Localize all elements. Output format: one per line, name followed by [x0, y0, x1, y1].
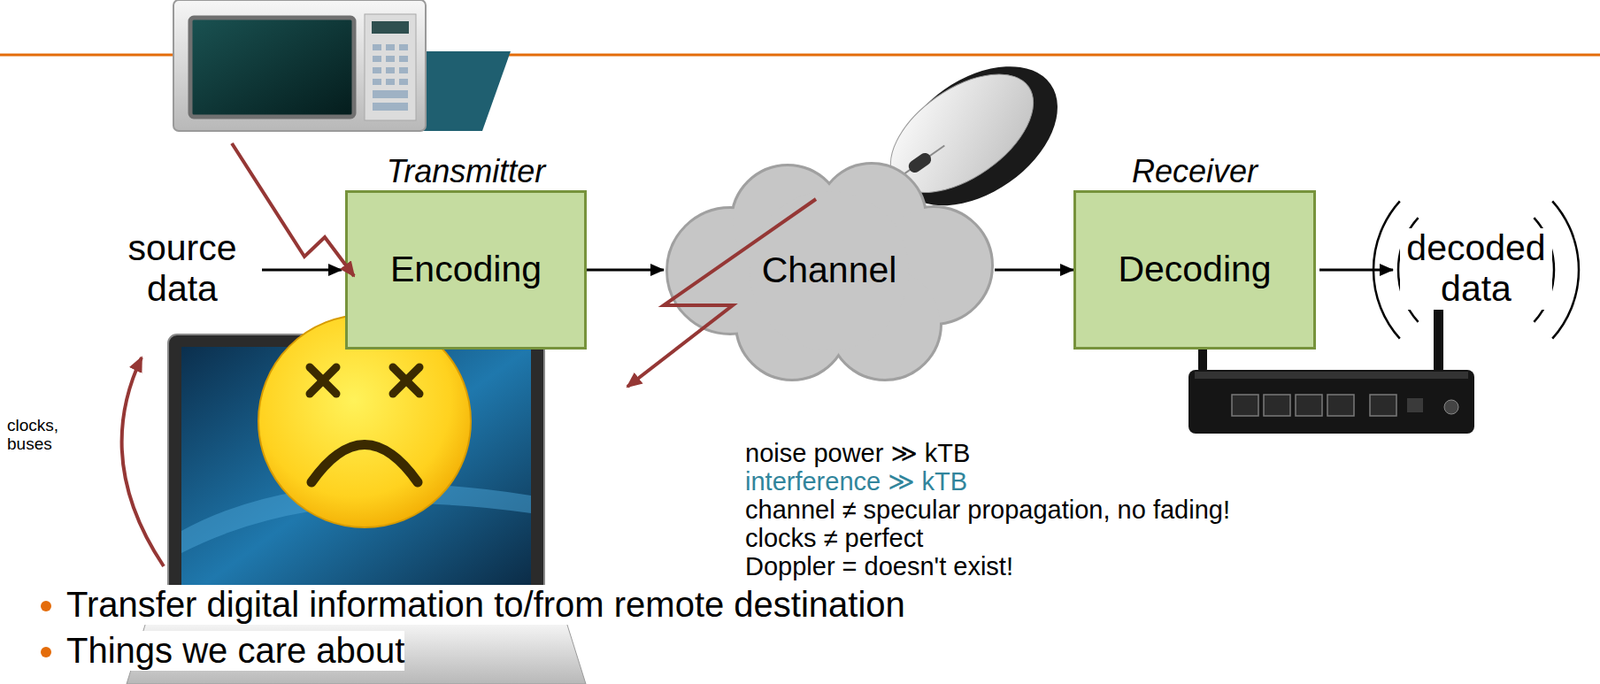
sad-face-part-part [309, 367, 337, 394]
router-picture-part [1444, 400, 1459, 415]
cloud-outline-part [668, 164, 992, 379]
microwave-picture-part-part [399, 44, 408, 51]
bullet-dot [40, 600, 52, 612]
microwave-picture-part [415, 51, 511, 131]
microwave-picture-part-part [399, 78, 408, 85]
bullet-text: Transfer digital information to/from rem… [66, 584, 906, 625]
interference-bolt [231, 143, 354, 277]
box-body: Encoding [347, 192, 585, 347]
microwave-picture-part-part [372, 67, 382, 74]
microwave-picture-part [372, 44, 408, 111]
router-picture-part [1231, 394, 1397, 416]
flow-arrow [994, 269, 1074, 272]
block-heading: Transmitter [386, 153, 546, 190]
router-picture-part-part [1369, 394, 1397, 416]
assumption-line: Doppler = doesn't exist! [745, 552, 1014, 581]
cloud-outline-part-part [749, 191, 909, 351]
sad-face-part-part [392, 367, 420, 394]
assumption-line: channel ≠ specular propagation, no fadin… [745, 495, 1231, 524]
microwave-picture-part-part [385, 44, 395, 51]
cloud-outline-part [668, 164, 992, 379]
microwave-picture-part-part [372, 78, 382, 85]
output-arrow [1319, 269, 1393, 272]
input-label: source data [104, 228, 261, 310]
sad-face-part [311, 445, 418, 484]
microwave-picture-part-part [385, 55, 395, 62]
mouse-picture-part [906, 150, 934, 176]
microwave-picture-part [364, 14, 416, 121]
assumption-line: noise power ≫ kTB [745, 438, 970, 468]
bullet-text: Things we care about [66, 630, 405, 671]
microwave-picture-part-part [385, 78, 395, 85]
microwave-picture-part [190, 17, 354, 117]
router-picture-part-part [1263, 394, 1291, 416]
microwave-picture-part-part [372, 90, 408, 99]
radio-waves [1373, 200, 1579, 339]
microwave-picture-part [371, 21, 409, 34]
microwave-picture-part [173, 0, 426, 131]
box-body: Decoding [1076, 192, 1314, 347]
block-label: Decoding [1117, 248, 1271, 291]
router-picture-part [1188, 369, 1475, 434]
output-label: decoded data [1400, 228, 1553, 310]
assumption-line: clocks ≠ perfect [745, 523, 924, 553]
block-label: Encoding [390, 248, 542, 291]
laptop-picture-part [181, 484, 531, 554]
microwave-picture-part-part [385, 67, 395, 74]
cloud-outline-part-part [749, 191, 909, 351]
block-label: Channel [761, 249, 898, 292]
block-heading: Receiver [1131, 153, 1258, 190]
radio-wave [1373, 200, 1400, 339]
radio-wave [1552, 200, 1579, 339]
note-label: clocks, buses [7, 415, 82, 454]
title-rule [0, 53, 1600, 57]
sad-face-part-part [392, 367, 420, 394]
sad-face-part-part [309, 367, 337, 394]
microwave-picture-part-part [372, 55, 382, 62]
laptop-picture-part [168, 334, 545, 616]
router-picture-part-part [1231, 394, 1259, 416]
process-box: DecodingReceiver [1073, 190, 1316, 350]
assumption-line: interference ≫ kTB [745, 467, 968, 496]
microwave-picture-part-part [399, 67, 408, 74]
channel-cloud: Channel [663, 157, 995, 384]
sad-face-part [309, 367, 420, 394]
feedback-arrow [122, 357, 164, 567]
process-box: EncodingTransmitter [345, 190, 587, 350]
microwave-picture-part-part [372, 44, 382, 51]
laptop-picture-part [181, 346, 531, 601]
router-picture-part [1194, 371, 1469, 379]
input-arrow [261, 269, 342, 272]
router-picture-part-part [1295, 394, 1323, 416]
box-body: Channel [663, 157, 995, 384]
flow-arrow [586, 269, 664, 272]
microwave-picture [173, 0, 511, 131]
bullet-dot [40, 646, 52, 658]
router-picture-part [1407, 398, 1424, 413]
microwave-picture-part-part [399, 55, 408, 62]
router-picture-part-part [1327, 394, 1354, 416]
microwave-picture-part-part [372, 102, 408, 111]
